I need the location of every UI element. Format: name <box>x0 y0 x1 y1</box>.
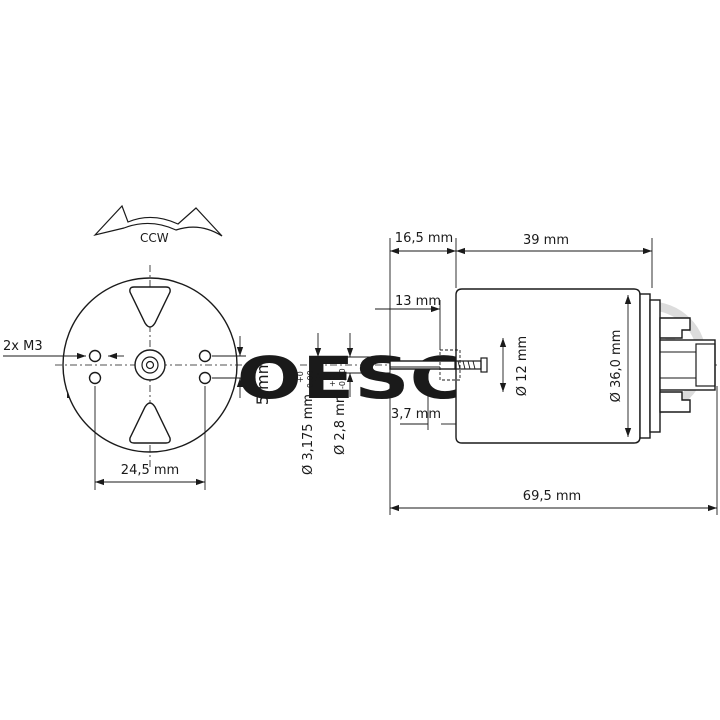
mounting-hole-bottom-left <box>88 371 102 385</box>
bearing-outer <box>134 349 166 381</box>
bearing-diameter-label: Ø 12 mm <box>515 336 530 396</box>
rotation-direction-label: CCW <box>140 231 169 245</box>
shaft-diameter-tol-plus: +0 <box>296 371 305 383</box>
mounting-hole-top-right <box>198 349 212 363</box>
flat-diameter-tol-minus: -0,00 <box>338 368 347 389</box>
front-view: CCW 2x M3 24,5 mm 5 mm <box>3 204 272 490</box>
shaft-inner-length-label: 13 mm <box>395 294 441 309</box>
shaft-end <box>145 360 155 370</box>
bearing-boss <box>439 349 461 381</box>
shaft-screw <box>454 357 488 373</box>
hole-spacing-label: 24,5 mm <box>121 463 179 478</box>
flat-diameter-tol-plus: +0 <box>328 375 337 387</box>
body-diameter-label: Ø 36,0 mm <box>609 330 624 403</box>
motor-can <box>455 288 641 444</box>
flat-diameter-value: Ø 2,8 mm <box>333 391 348 456</box>
flat-diameter-label: Ø 2,8 mm +0 -0,00 <box>328 368 348 455</box>
body-length-label: 39 mm <box>523 233 569 248</box>
mounting-hole-top-left <box>88 349 102 363</box>
total-length-label: 69,5 mm <box>523 489 581 504</box>
shaft-diameter-label: Ø 3,175 mm +0 -0,00 <box>296 370 316 475</box>
vent-triangle-top <box>129 286 171 328</box>
shaft-length-label: 16,5 mm <box>395 231 453 246</box>
end-bell <box>639 293 716 439</box>
shaft-diameter-tol-minus: -0,00 <box>306 370 315 391</box>
shaft <box>389 360 457 370</box>
mounting-hole-bottom-right <box>198 371 212 385</box>
flat-length-label: 3,7 mm <box>391 407 441 422</box>
side-view: Ø 36,0 mm Ø 12 mm 16,5 mm 39 mm 13 mm 3,… <box>296 231 720 515</box>
hole-offset-label: 5 mm <box>253 359 272 405</box>
mounting-thread-label: 2x M3 <box>3 339 43 354</box>
shaft-diameter-value: Ø 3,175 mm <box>301 394 316 475</box>
rotation-arrow <box>93 204 223 237</box>
vent-triangle-bottom <box>129 402 171 444</box>
bearing-inner <box>141 356 159 374</box>
